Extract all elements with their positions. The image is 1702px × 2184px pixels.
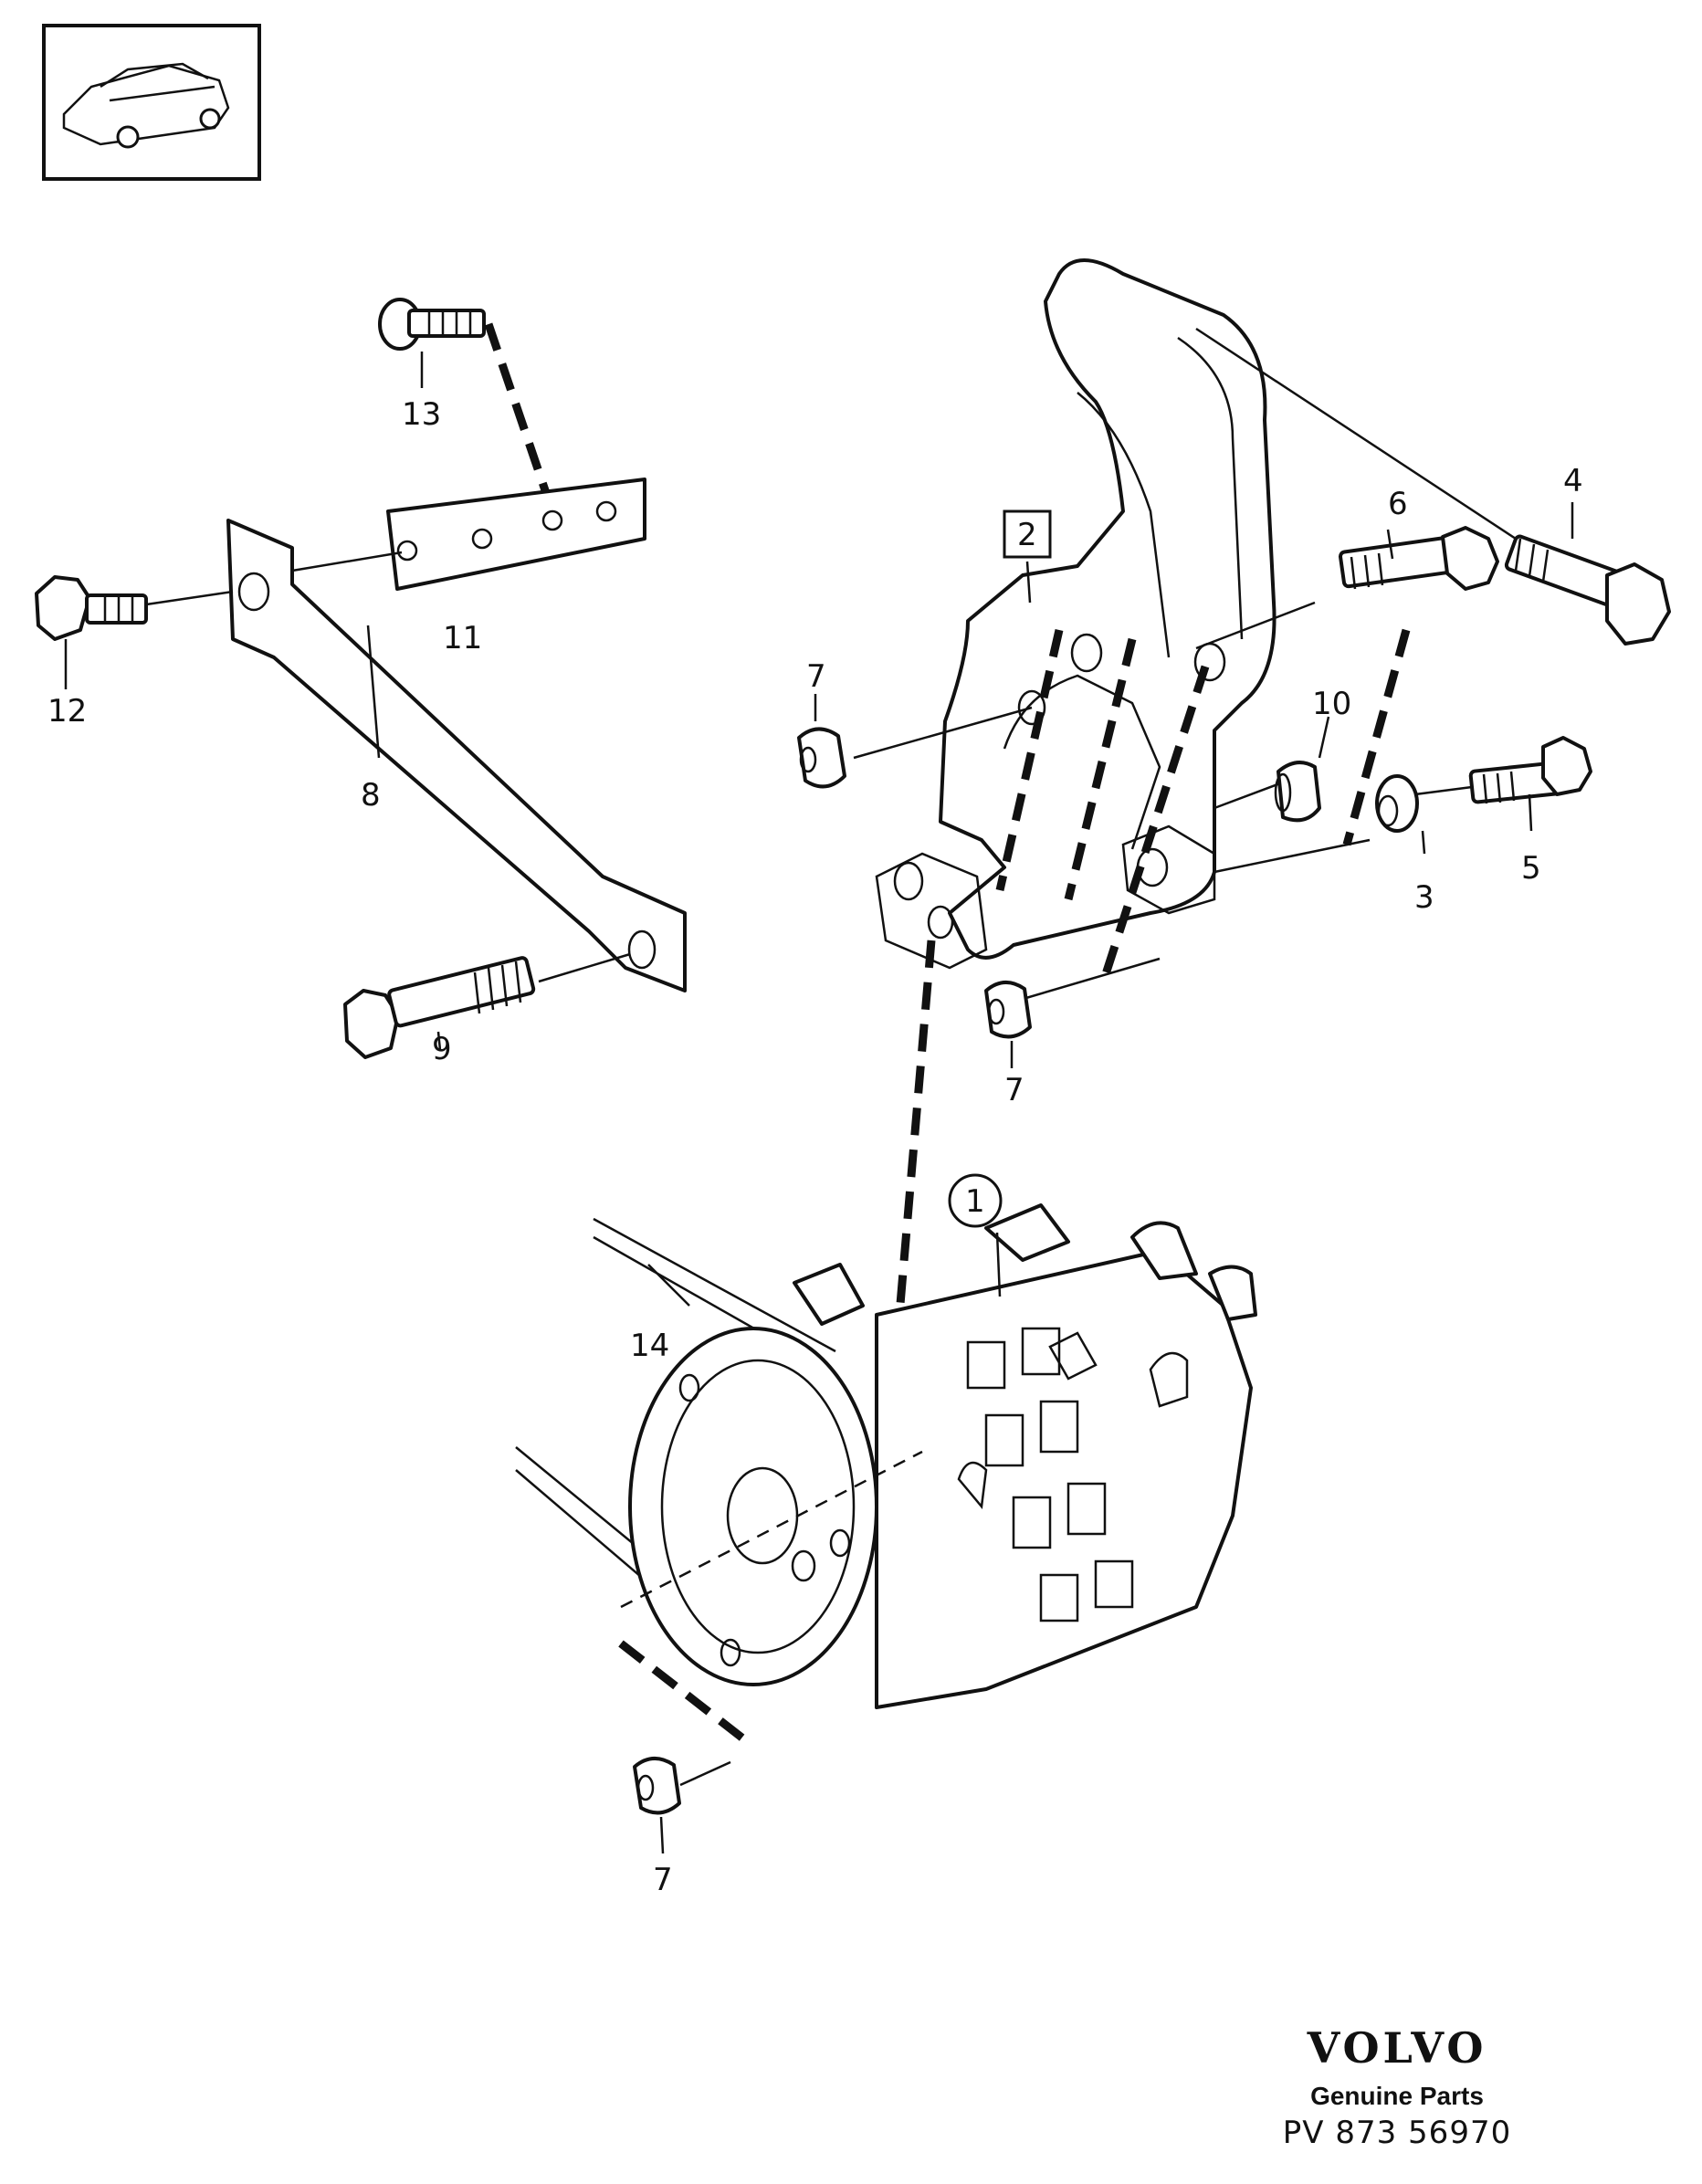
leader-7cb xyxy=(659,1816,665,1854)
leader-7a xyxy=(853,706,1033,760)
callout-14: 14 xyxy=(630,1328,669,1364)
part-3-spacer xyxy=(1375,774,1419,833)
publication-code: PV 873 56970 xyxy=(1282,2115,1512,2151)
callout-1-circle xyxy=(948,1173,1003,1228)
part-4-bolt xyxy=(1504,534,1671,646)
callout-4: 4 xyxy=(1563,463,1583,499)
part-1-compressor xyxy=(620,1203,1257,1709)
callout-6: 6 xyxy=(1388,486,1408,522)
part-7-nut-upper xyxy=(797,727,846,789)
callout-13: 13 xyxy=(402,396,441,433)
callout-9: 9 xyxy=(432,1031,452,1067)
leader-10b xyxy=(1318,716,1330,759)
callout-10: 10 xyxy=(1312,686,1351,722)
part-6-bolt xyxy=(1339,526,1499,591)
dashed-guide-2c xyxy=(1100,665,1210,979)
brand-logo: VOLVO xyxy=(1307,2023,1487,2073)
leader-2 xyxy=(1025,561,1032,604)
callout-7-lower: 7 xyxy=(653,1862,673,1898)
leader-3 xyxy=(1213,838,1371,874)
part-13-bolt xyxy=(378,298,486,351)
leader-7c xyxy=(679,1760,731,1787)
leader-9b xyxy=(436,1031,442,1051)
leader-7b xyxy=(1003,957,1161,1006)
callout-7-upper: 7 xyxy=(806,658,826,695)
leader-4 xyxy=(1195,327,1517,541)
dashed-guide-13 xyxy=(484,322,551,495)
leader-8 xyxy=(366,625,381,759)
callout-12: 12 xyxy=(47,693,87,730)
leader-11 xyxy=(291,551,403,572)
dashed-guide-1 xyxy=(895,940,936,1316)
leader-5b xyxy=(1528,793,1533,832)
callout-7-middle: 7 xyxy=(1004,1072,1024,1108)
callout-5: 5 xyxy=(1521,850,1541,887)
leader-5 xyxy=(1414,785,1473,796)
part-9-bolt xyxy=(343,956,536,1059)
part-7-nut-middle xyxy=(984,981,1032,1039)
part-8-stay xyxy=(226,519,687,992)
leader-14 xyxy=(647,1264,690,1307)
callout-2-box xyxy=(1003,509,1052,559)
part-10-bushing xyxy=(1274,761,1321,823)
dashed-guide-7c xyxy=(618,1640,747,1743)
part-5-bolt xyxy=(1468,736,1592,804)
leader-9 xyxy=(538,952,631,983)
leader-6b xyxy=(1386,529,1394,560)
brand-subtitle: Genuine Parts xyxy=(1310,2082,1484,2110)
callout-1: 1 xyxy=(965,1183,985,1220)
callout-2: 2 xyxy=(1017,517,1037,553)
part-7-nut-lower xyxy=(633,1757,681,1815)
part-11-plate xyxy=(386,478,646,591)
brand-block: VOLVO Genuine Parts PV 873 56970 xyxy=(1274,2027,1520,2151)
leader-1 xyxy=(995,1232,1002,1297)
leader-6 xyxy=(1195,601,1316,650)
dashed-guide-2d xyxy=(1342,628,1411,846)
car-sedan-icon xyxy=(62,62,230,149)
dashed-guide-2b xyxy=(1064,637,1137,901)
part-2-bracket xyxy=(875,258,1276,970)
callout-3: 3 xyxy=(1414,879,1434,916)
vehicle-thumbnail xyxy=(42,24,261,181)
callout-8: 8 xyxy=(361,777,381,814)
leader-3b xyxy=(1421,830,1426,855)
dashed-guide-2a xyxy=(995,628,1064,892)
part-12-bolt xyxy=(35,575,148,641)
callout-11: 11 xyxy=(443,620,482,656)
